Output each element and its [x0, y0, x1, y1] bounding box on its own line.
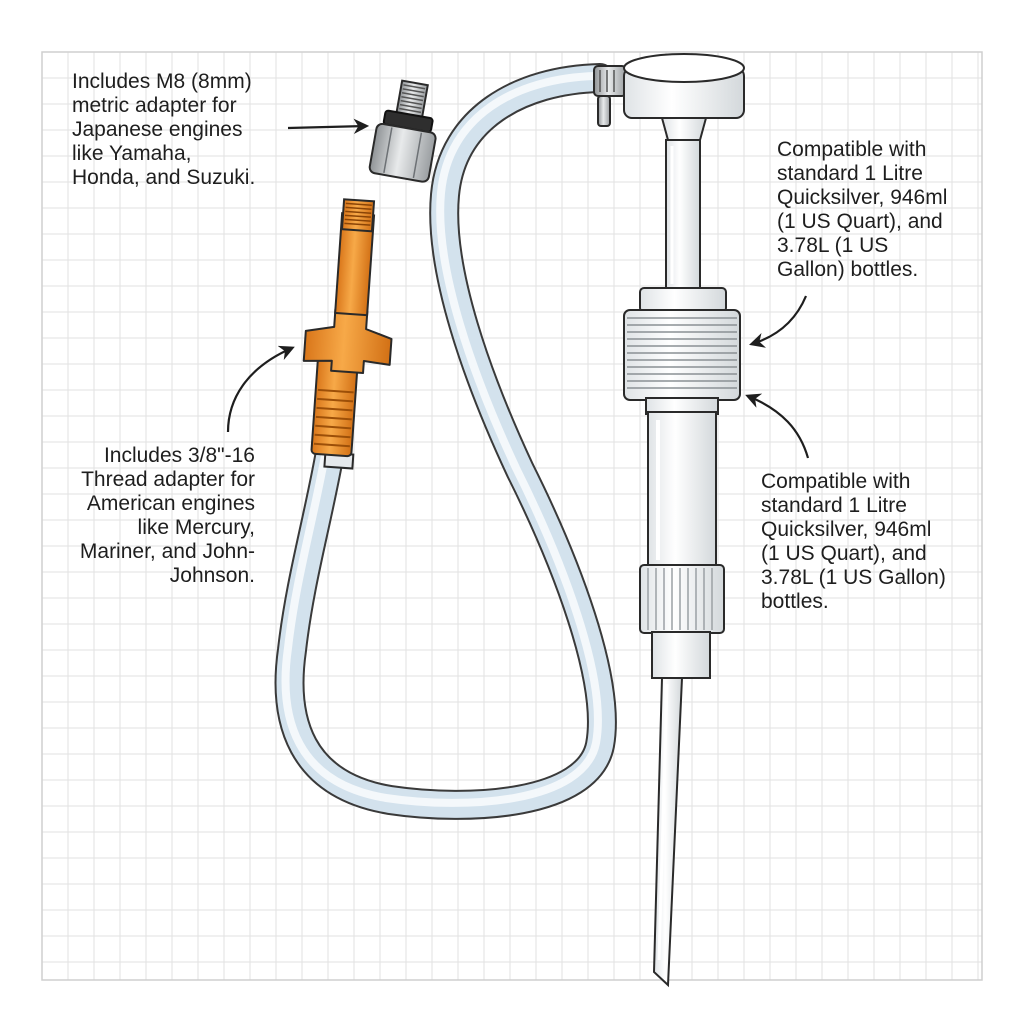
pump-barrel — [639, 411, 725, 679]
adapter-thread — [344, 218, 371, 222]
callout-line: (1 US Quart), and — [777, 210, 943, 233]
imperial-adapter-callout: Includes 3/8"-16 Thread adapter for Amer… — [40, 444, 255, 588]
adapter-thread — [400, 99, 423, 106]
adapter-thread — [345, 202, 372, 206]
plunger-rod — [665, 139, 701, 291]
adapter-rib — [317, 397, 354, 403]
adapter-thread — [401, 92, 424, 98]
adapter-rib — [317, 388, 354, 394]
adapter-rib — [316, 406, 353, 412]
bottle-compat-callout-top: Compatible with standard 1 Litre Quicksi… — [777, 138, 1012, 282]
bottle-thread-collar — [623, 287, 741, 415]
adapter-rib — [313, 442, 350, 448]
callout-line: like Yamaha, — [72, 142, 192, 165]
adapter-thread — [403, 84, 426, 90]
callout-line: Mariner, and John- — [79, 540, 255, 563]
arrow-to-metric-adapter — [287, 118, 370, 135]
callout-line: Includes M8 (8mm) — [72, 70, 252, 93]
adapter-thread — [402, 88, 425, 94]
callout-line: standard 1 Litre — [761, 494, 907, 517]
adapter-thread — [399, 107, 422, 114]
adapter-thread — [345, 210, 372, 214]
adapter-thread — [344, 214, 371, 218]
metal-m8-adapter — [368, 79, 437, 183]
adapter-thread — [344, 222, 371, 226]
callout-line: Johnson. — [169, 564, 255, 587]
dip-tube — [652, 677, 684, 988]
arrow-to-collar-top — [749, 295, 808, 348]
adapter-thread — [399, 103, 422, 110]
callout-line: Quicksilver, 946ml — [761, 518, 932, 541]
callout-line: metric adapter for — [72, 94, 237, 117]
callout-line: 3.78L (1 US — [777, 234, 889, 257]
callout-line: Includes 3/8"-16 — [103, 444, 255, 467]
callout-line: American engines — [86, 492, 255, 515]
callout-line: Honda, and Suzuki. — [72, 166, 256, 189]
callout-line: Compatible with — [761, 470, 911, 493]
callout-line: bottles. — [761, 590, 829, 613]
adapter-rib — [315, 424, 352, 430]
metric-adapter-callout: Includes M8 (8mm) metric adapter for Jap… — [72, 70, 302, 190]
grid-border — [41, 51, 983, 981]
callout-line: Quicksilver, 946ml — [777, 186, 948, 209]
callout-line: Thread adapter for — [81, 468, 255, 491]
pump-head — [623, 53, 745, 141]
callout-line: 3.78L (1 US Gallon) — [761, 566, 946, 589]
hose-clamp — [593, 65, 627, 127]
adapter-thread — [401, 95, 424, 102]
callout-line: (1 US Quart), and — [761, 542, 927, 565]
arrow-to-collar-bottom — [745, 393, 810, 459]
orange-imperial-adapter — [302, 198, 393, 470]
adapter-rib — [314, 433, 351, 439]
callout-line: Japanese engines — [72, 118, 243, 141]
callout-line: like Mercury, — [137, 516, 255, 539]
clear-hose — [274, 63, 617, 820]
arrow-to-imperial-adapter — [226, 345, 295, 433]
bottle-compat-callout-bottom: Compatible with standard 1 Litre Quicksi… — [761, 470, 1016, 614]
callout-line: Gallon) bottles. — [777, 258, 919, 281]
adapter-thread — [345, 206, 372, 210]
callout-line: Compatible with — [777, 138, 927, 161]
callout-line: standard 1 Litre — [777, 162, 923, 185]
adapter-rib — [315, 415, 352, 421]
